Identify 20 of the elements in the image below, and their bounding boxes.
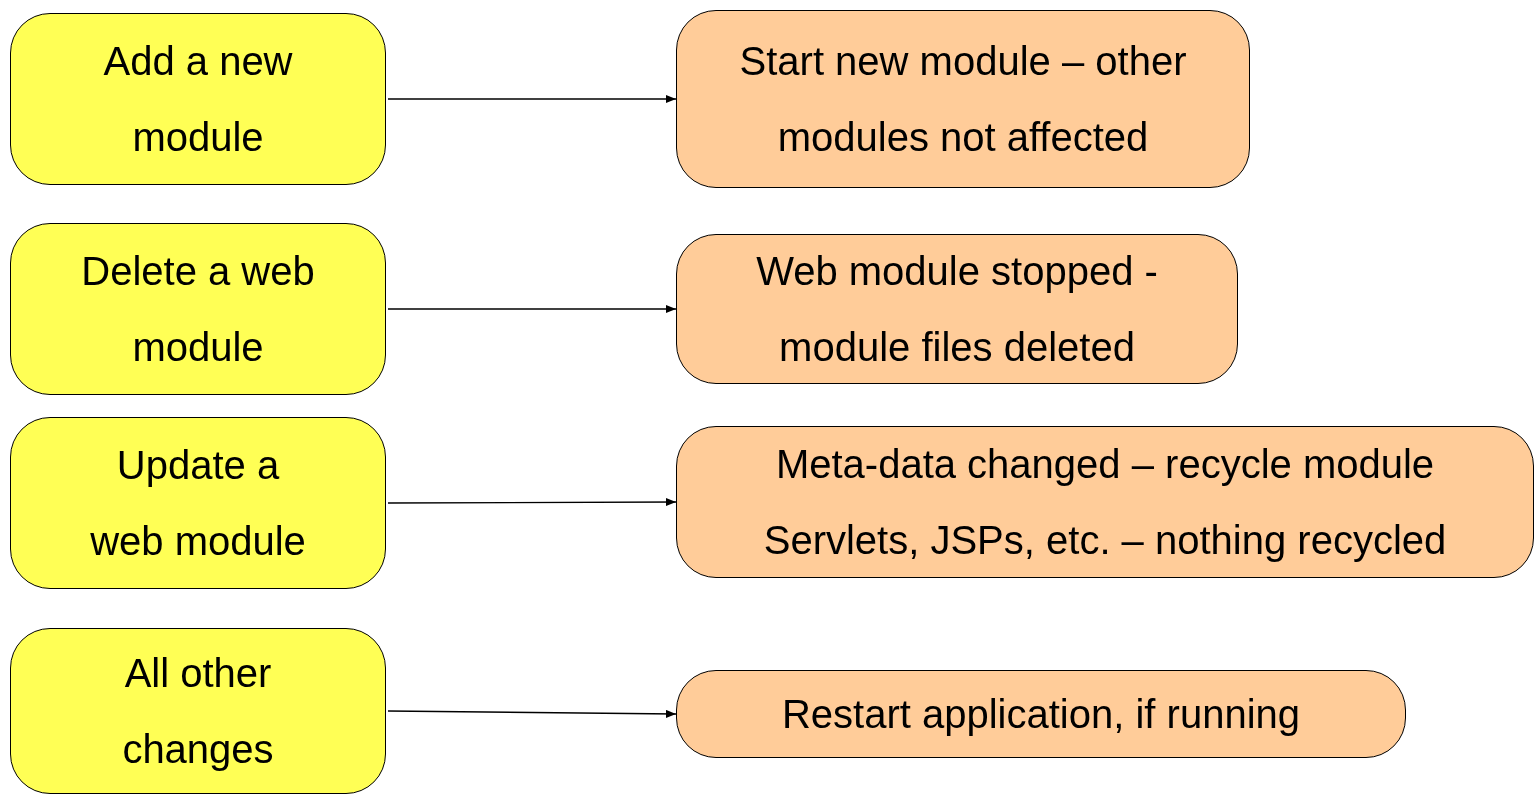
arrow	[387, 709, 677, 718]
box-text: Restart application, if running	[781, 691, 1301, 738]
action-box	[10, 223, 386, 395]
box-text: Update a web module	[89, 442, 307, 565]
box-text: Add a new module	[102, 38, 294, 161]
arrow	[387, 95, 677, 103]
arrow	[387, 305, 677, 313]
result-box	[676, 426, 1534, 578]
result-box	[676, 10, 1250, 188]
box-text: Delete a web module	[80, 248, 316, 371]
action-box	[10, 628, 386, 794]
action-box	[10, 13, 386, 185]
action-box	[10, 417, 386, 589]
box-text: All other changes	[121, 650, 275, 773]
box-text: Web module stopped - module files deleted	[755, 248, 1159, 371]
arrow	[387, 498, 677, 507]
box-text: Start new module – other modules not affected	[738, 38, 1188, 161]
result-box	[676, 234, 1238, 384]
box-text: Servlets, JSPs, etc. – nothing recycled	[763, 517, 1447, 564]
box-text: Meta-data changed – recycle module	[775, 441, 1435, 488]
